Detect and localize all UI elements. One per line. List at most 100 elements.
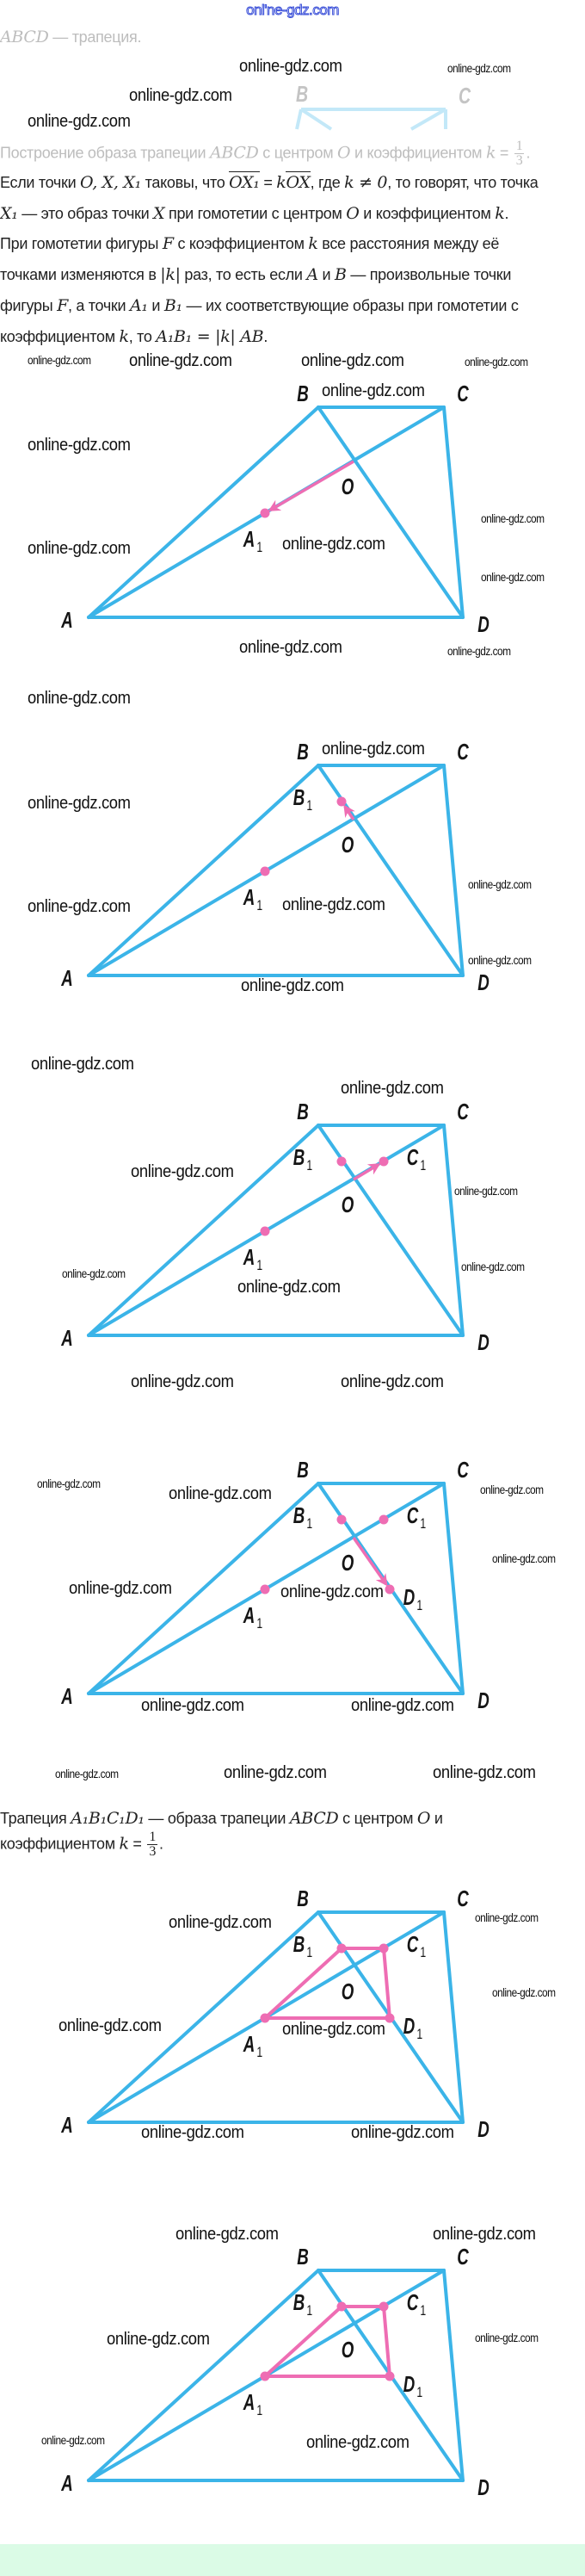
- watermark-text: online-gdz.com: [237, 1278, 341, 1297]
- text-segment: с коэффициентом: [173, 235, 309, 252]
- text-segment: , то говорят, что точка: [387, 174, 539, 191]
- watermark-text: online-gdz.com: [41, 2433, 105, 2447]
- label-a: A: [60, 965, 72, 991]
- text-line: Трапеция A₁B₁C₁D₁ — образа трапеции ABCD…: [0, 1809, 443, 1828]
- label-b: B: [297, 1099, 309, 1124]
- text-segment: — это образ точки: [17, 205, 154, 222]
- label-c: C: [457, 739, 469, 765]
- label-letter: D: [403, 2371, 416, 2397]
- text-segment: коэффициентом: [0, 1835, 120, 1853]
- text-segment: — трапеция.: [48, 28, 142, 46]
- math-expression: k: [119, 1834, 130, 1854]
- watermark-text: online-gdz.com: [31, 1055, 134, 1074]
- math-expression: k: [308, 234, 318, 253]
- math-expression: ABCD: [289, 1809, 339, 1828]
- math-expression: ABCD: [0, 28, 49, 46]
- point-b1: [336, 1943, 347, 1954]
- label-subscript: 1: [256, 2403, 262, 2418]
- label-letter: D: [477, 611, 490, 637]
- site-watermark-header: onl'ne-gdz.com: [246, 2, 340, 19]
- watermark-text: online-gdz.com: [433, 2225, 536, 2244]
- watermark-text: online-gdz.com: [480, 1483, 544, 1496]
- label-subscript: 1: [256, 898, 262, 913]
- text-line: ABCD — трапеция.: [0, 28, 141, 46]
- side-ab: [87, 1482, 320, 1695]
- label-a: A: [60, 1683, 72, 1709]
- math-expression: B₁: [163, 296, 182, 315]
- math-expression: k: [485, 143, 496, 163]
- text-segment: таковы, что: [140, 174, 230, 191]
- text-segment: и: [317, 266, 335, 283]
- label-a: A: [60, 2112, 72, 2138]
- point-a1: [260, 2371, 270, 2381]
- label-letter: D: [477, 969, 490, 995]
- label-letter: O: [342, 1978, 354, 2004]
- math-expression: B: [334, 265, 347, 284]
- watermark-text: online-gdz.com: [481, 511, 545, 525]
- text-segment: , то: [128, 328, 157, 345]
- label-o: O: [342, 1192, 354, 1217]
- watermark-text: online-gdz.com: [481, 570, 545, 584]
- side-ab: [87, 2269, 320, 2482]
- side-ab: [87, 1124, 320, 1337]
- text-segment: точками изменяются в: [0, 266, 161, 283]
- label-letter: B: [297, 2244, 309, 2269]
- side-cd: [442, 406, 465, 619]
- watermark-text: online-gdz.com: [465, 355, 528, 368]
- label-letter: A: [60, 1325, 72, 1351]
- label-letter: A: [243, 1602, 255, 1628]
- text-line: Построение образа трапеции ABCD с центро…: [0, 139, 530, 168]
- text-line: Если точки O, X, X₁ таковы, что OX₁ = kO…: [0, 171, 539, 192]
- watermark-text: online-gdz.com: [282, 2020, 385, 2039]
- text-segment: .: [526, 144, 531, 162]
- side-cd: [442, 1482, 465, 1695]
- label-subscript: 1: [416, 1598, 422, 1613]
- watermark-text: online-gdz.com: [351, 1696, 454, 1715]
- watermark-text: online-gdz.com: [28, 353, 91, 367]
- text-segment: с центром: [338, 1810, 417, 1827]
- label-d: D: [477, 611, 490, 637]
- watermark-text: online-gdz.com: [475, 1910, 539, 1924]
- watermark-text: online-gdz.com: [282, 895, 385, 914]
- math-expression: O: [416, 1809, 431, 1828]
- label-letter: O: [342, 474, 354, 499]
- text-segment: Трапеция: [0, 1810, 71, 1827]
- side-cd: [442, 1910, 465, 2124]
- text-segment: и коэффициентом: [359, 205, 496, 222]
- point-a1: [260, 866, 270, 876]
- math-expression: k: [276, 173, 286, 192]
- label-d: D: [477, 1687, 490, 1713]
- label-subscript: 1: [420, 1945, 426, 1960]
- watermark-text: online-gdz.com: [301, 351, 404, 370]
- watermark-text: online-gdz.com: [169, 1913, 272, 1932]
- homothety-arrow: [353, 1163, 381, 1181]
- math-expression: k: [495, 204, 505, 223]
- label-o: O: [342, 474, 354, 499]
- text-segment: и коэффициентом: [350, 144, 486, 162]
- label-c: C: [457, 381, 469, 406]
- label-letter: C: [407, 1931, 419, 1957]
- label-subscript: 1: [306, 1945, 312, 1960]
- label-letter: A: [60, 607, 72, 633]
- fraction-numerator: 1: [514, 139, 525, 154]
- text-segment: .: [263, 328, 268, 345]
- label-letter: D: [477, 2474, 490, 2500]
- text-segment: =: [496, 144, 513, 162]
- fragment-lines: [295, 108, 447, 131]
- math-expression: F: [162, 234, 174, 253]
- text-segment: — образа трапеции: [144, 1810, 290, 1827]
- text-segment: =: [128, 1835, 146, 1853]
- math-expression: A₁B₁C₁D₁: [71, 1809, 145, 1828]
